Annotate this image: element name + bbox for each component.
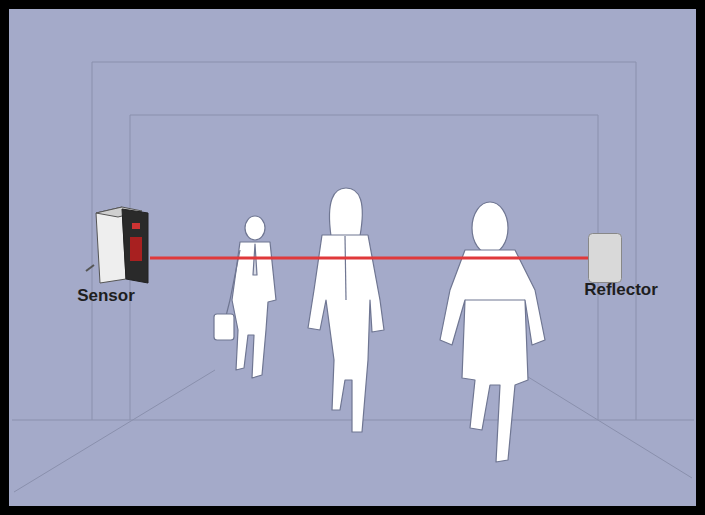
- floor-diagonal: [520, 372, 692, 478]
- corridor-lines: [12, 62, 694, 492]
- node-outline: [92, 205, 150, 285]
- reflector-plate: [589, 234, 622, 283]
- man-silhouette: [214, 216, 276, 378]
- part-label: Sensor: [77, 286, 135, 306]
- background: [9, 9, 696, 506]
- sensor-face: [122, 209, 148, 283]
- part-label: Reflector: [584, 280, 658, 300]
- reflector-device: Reflector: [588, 233, 622, 283]
- sensor-body: [96, 207, 126, 283]
- sensor-device: Sensor: [92, 205, 150, 285]
- people: [214, 188, 545, 462]
- light-beam: [150, 257, 588, 260]
- sensor-lens: [130, 237, 142, 261]
- woman-silhouette: [308, 188, 384, 432]
- woman-back-silhouette: [440, 202, 545, 462]
- sensor-indicator: [132, 223, 140, 229]
- sensor-bracket: [86, 265, 94, 271]
- node-outline: [588, 233, 622, 283]
- floor-diagonal: [14, 370, 215, 492]
